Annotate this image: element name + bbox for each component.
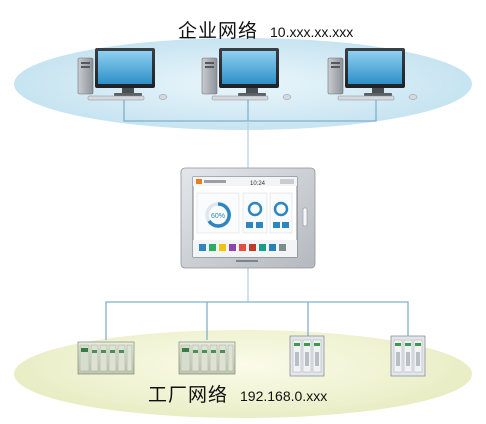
computer-3 (327, 48, 418, 101)
enterprise-network-address: 10.xxx.xx.xxx (270, 24, 354, 40)
io-module-1 (289, 335, 325, 377)
factory-lan-lines (105, 268, 409, 340)
enterprise-network-name: 企业网络 (178, 21, 259, 42)
hmi-gauge-value: 60% (211, 213, 225, 220)
enterprise-lan-lines (123, 98, 377, 170)
plc-rack-2 (178, 341, 236, 375)
enterprise-network-label: 企业网络 10.xxx.xx.xxx (178, 16, 353, 43)
factory-network-label: 工厂网络 192.168.0.xxx (148, 380, 327, 407)
hmi-panel: 10:24 60% (180, 167, 316, 269)
computer-2 (201, 48, 292, 101)
factory-network-name: 工厂网络 (148, 385, 229, 406)
factory-network-address: 192.168.0.xxx (240, 388, 328, 404)
io-module-2 (390, 335, 426, 377)
computer-1 (77, 48, 168, 101)
hmi-time: 10:24 (250, 181, 266, 187)
plc-rack-1 (77, 341, 135, 375)
